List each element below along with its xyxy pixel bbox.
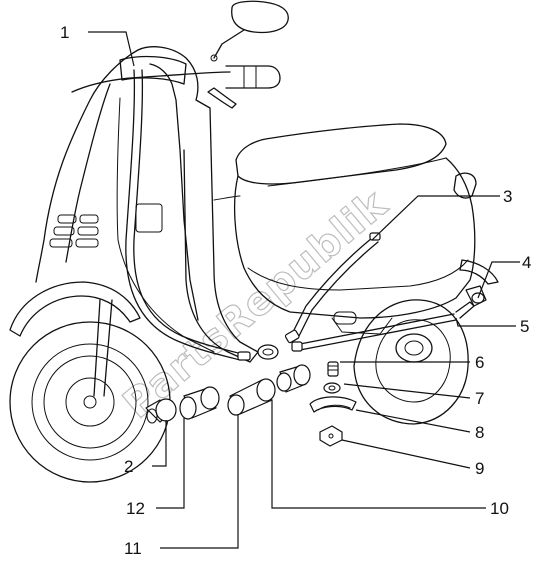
seat [235,123,447,185]
callout-5: 5 [520,317,529,336]
front-fender [9,281,141,337]
callout-10: 10 [490,499,509,518]
grommet [257,344,279,360]
callout-7: 7 [475,389,484,408]
scooter-body [9,0,499,363]
callout-2: 2 [124,457,133,476]
rear-body [233,157,476,319]
part-11-sleeve [227,378,276,416]
part-12-bushing [179,386,220,420]
handlebar [71,71,231,93]
callout-11: 11 [124,539,142,558]
bottom-cable [291,301,475,352]
part-6-bolt [327,361,339,377]
part-8-clamp [309,396,357,413]
callout-12: 12 [126,499,145,518]
part-7-washer [323,382,341,394]
part-9-plate [319,425,343,447]
callout-1: 1 [60,23,69,42]
speedometer-cable [125,69,251,361]
front-badge [135,203,163,233]
tail-light [453,172,477,199]
right-grip [225,65,281,89]
part-10-fitting [276,364,311,393]
leader-lines [88,31,520,549]
callout-numbers: 1 2 3 4 5 6 7 8 9 10 11 12 [60,23,531,558]
part-2-plug [145,398,177,424]
callout-3: 3 [503,187,512,206]
rear-mudguard [459,259,499,285]
callout-9: 9 [475,459,484,478]
front-grille [49,214,99,248]
callout-8: 8 [475,423,484,442]
callout-6: 6 [475,353,484,372]
mirror [231,0,289,34]
callout-4: 4 [522,253,531,272]
